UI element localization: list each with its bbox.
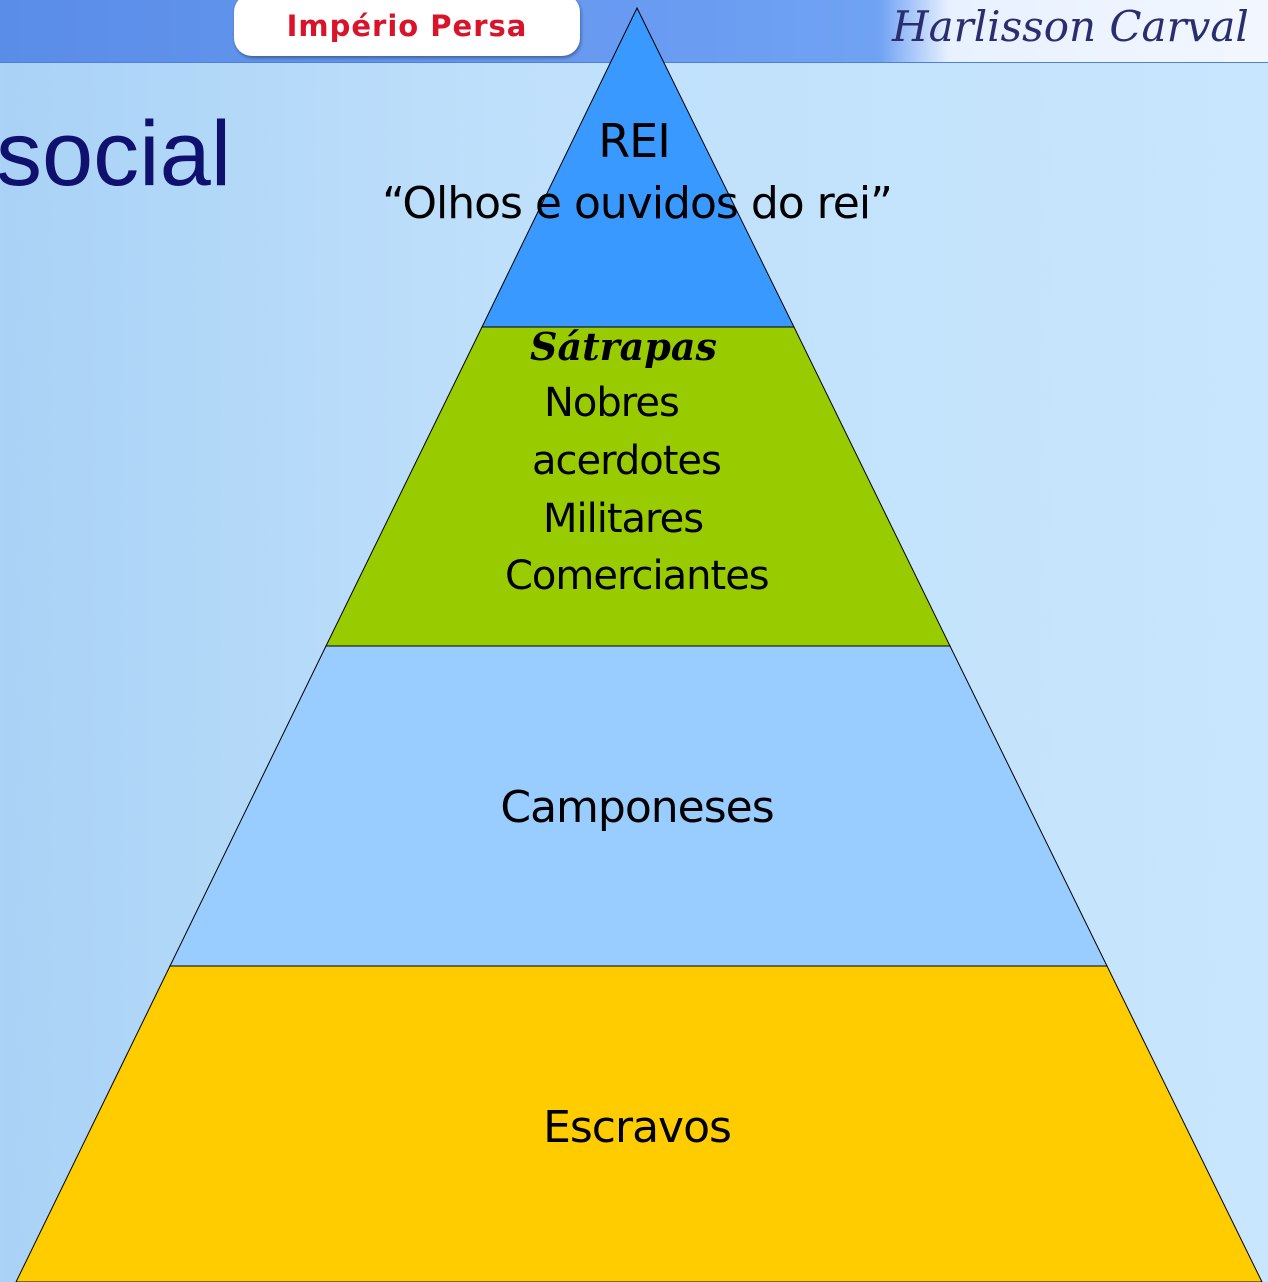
tier-satrapas-item: Nobres: [544, 380, 680, 426]
tier-rei-label: REI: [598, 114, 671, 168]
tier-camponeses-label: Camponeses: [500, 782, 774, 833]
tier-satrapas-item: Militares: [543, 496, 704, 542]
slide-title: social: [0, 103, 232, 205]
tier-rei: [481, 6, 795, 328]
header-title: Império Persa: [234, 0, 580, 56]
tier-satrapas-heading: Sátrapas: [530, 324, 717, 369]
tier-rei-sublabel: “Olhos e ouvidos do rei”: [382, 178, 893, 229]
tier-satrapas-item: acerdotes: [532, 438, 722, 484]
signature-backdrop: [880, 0, 1268, 62]
tier-escravos-label: Escravos: [543, 1102, 732, 1153]
tier-satrapas-item: Comerciantes: [505, 553, 770, 599]
author-signature: Harlisson Carval: [892, 2, 1249, 51]
